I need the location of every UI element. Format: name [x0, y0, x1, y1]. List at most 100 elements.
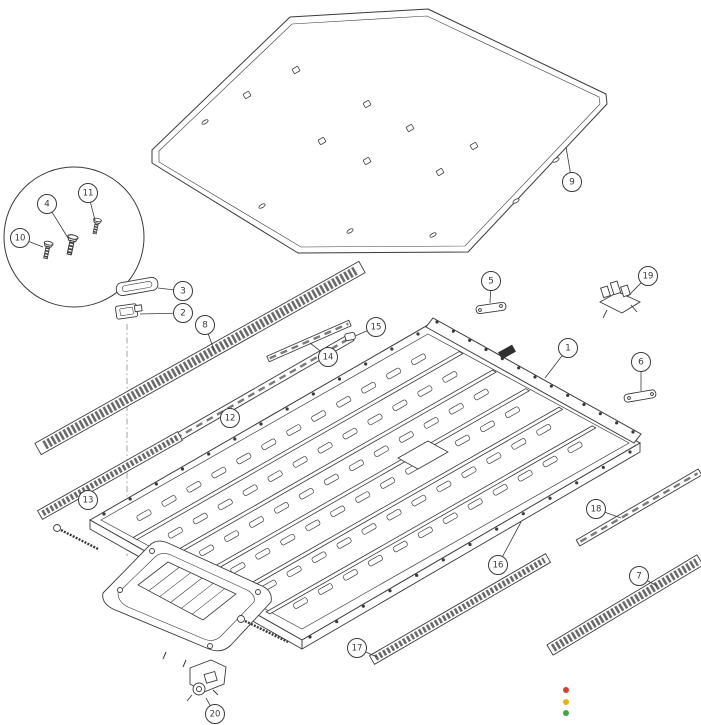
callout-leader	[565, 146, 571, 173]
callout-circle	[347, 638, 367, 658]
callout-20: 20	[205, 697, 225, 724]
callout-number: 10	[15, 234, 26, 244]
callout-4: 4	[37, 194, 69, 239]
callout-19: 19	[626, 266, 658, 298]
callout-number: 16	[493, 561, 504, 571]
callout-6: 6	[631, 352, 651, 391]
status-dot-green	[563, 710, 569, 716]
callout-leader	[604, 511, 622, 519]
status-dot-yellow	[563, 699, 569, 705]
callout-leader	[51, 211, 69, 239]
callout-18: 18	[586, 499, 622, 519]
callout-circle	[78, 490, 98, 510]
callout-8: 8	[195, 315, 215, 351]
callout-15: 15	[354, 317, 386, 337]
callout-circle	[205, 704, 225, 724]
callout-9: 9	[562, 146, 582, 192]
callout-circle	[78, 183, 98, 203]
rail-14	[266, 319, 352, 363]
callout-leader	[205, 697, 211, 706]
callout-leader	[502, 521, 522, 557]
callout-circle	[195, 315, 215, 335]
callout-16: 16	[488, 521, 522, 575]
callout-circle	[366, 317, 386, 337]
center-service-panel	[397, 440, 449, 470]
callout-circle	[173, 303, 193, 323]
rail-18	[575, 468, 701, 547]
gasket-3	[115, 276, 159, 297]
callout-11: 11	[78, 183, 98, 221]
callout-number: 15	[371, 323, 382, 333]
callout-5: 5	[481, 271, 501, 304]
callout-leader	[139, 312, 174, 315]
callout-leader	[647, 580, 658, 587]
callout-number: 19	[643, 272, 654, 282]
callout-number: 4	[44, 200, 50, 210]
clip-15	[344, 331, 356, 342]
callout-number: 1	[565, 344, 571, 354]
callout-number: 2	[180, 309, 186, 319]
callout-leader	[626, 282, 642, 298]
bolt-head	[53, 524, 61, 532]
mounting-bolts	[53, 524, 289, 644]
callout-circle	[488, 555, 508, 575]
rail-17	[369, 553, 551, 665]
callout-number: 20	[210, 710, 221, 720]
bracket-6	[623, 389, 657, 403]
callout-leader	[354, 330, 368, 337]
callout-number: 12	[225, 414, 236, 424]
cover-outline	[151, 8, 608, 254]
bracket-19	[599, 280, 641, 319]
callout-2: 2	[139, 303, 193, 323]
callout-number: 11	[83, 189, 94, 199]
callout-14: 14	[309, 342, 338, 367]
callout-leader	[489, 290, 491, 304]
callout-7: 7	[629, 566, 658, 587]
callout-circle	[10, 228, 30, 248]
top-cover	[151, 8, 608, 254]
bolt-shaft	[60, 528, 99, 551]
callout-number: 9	[569, 178, 575, 188]
callout-10: 10	[10, 228, 44, 248]
callout-circle	[481, 271, 501, 291]
cover-holes	[201, 66, 560, 238]
callout-number: 3	[180, 287, 186, 297]
callout-3: 3	[157, 281, 193, 301]
side-rails	[34, 260, 701, 665]
callout-number: 18	[591, 505, 602, 515]
callout-number: 5	[488, 277, 494, 287]
callout-17: 17	[347, 638, 378, 658]
callout-circle	[37, 194, 57, 214]
connector-2	[115, 303, 143, 320]
bracket-5	[475, 301, 507, 315]
status-indicator	[563, 687, 569, 716]
callout-circle	[318, 347, 338, 367]
detail-screws	[43, 217, 102, 260]
callout-circle	[562, 172, 582, 192]
screw	[92, 217, 102, 235]
callout-number: 7	[636, 572, 642, 582]
bolt-head	[237, 615, 245, 623]
callout-number: 8	[202, 321, 208, 331]
callout-leader	[365, 651, 378, 658]
callout-circle	[586, 499, 606, 519]
cooling-module	[102, 540, 272, 668]
callout-circle	[629, 566, 649, 586]
rail-8	[34, 260, 366, 456]
callout-circle	[638, 266, 658, 286]
callout-circle	[220, 408, 240, 428]
callout-number: 6	[638, 358, 644, 368]
callout-number: 14	[323, 353, 334, 363]
callout-leader	[309, 342, 321, 352]
screw	[43, 240, 54, 260]
callout-circle	[173, 281, 193, 301]
screw	[66, 234, 79, 256]
callout-number: 13	[83, 496, 94, 506]
callout-leader	[157, 287, 174, 291]
callout-leader	[544, 355, 563, 379]
bolt-shaft	[244, 619, 289, 644]
callout-leader	[207, 333, 215, 351]
coolant-pump	[186, 659, 227, 702]
